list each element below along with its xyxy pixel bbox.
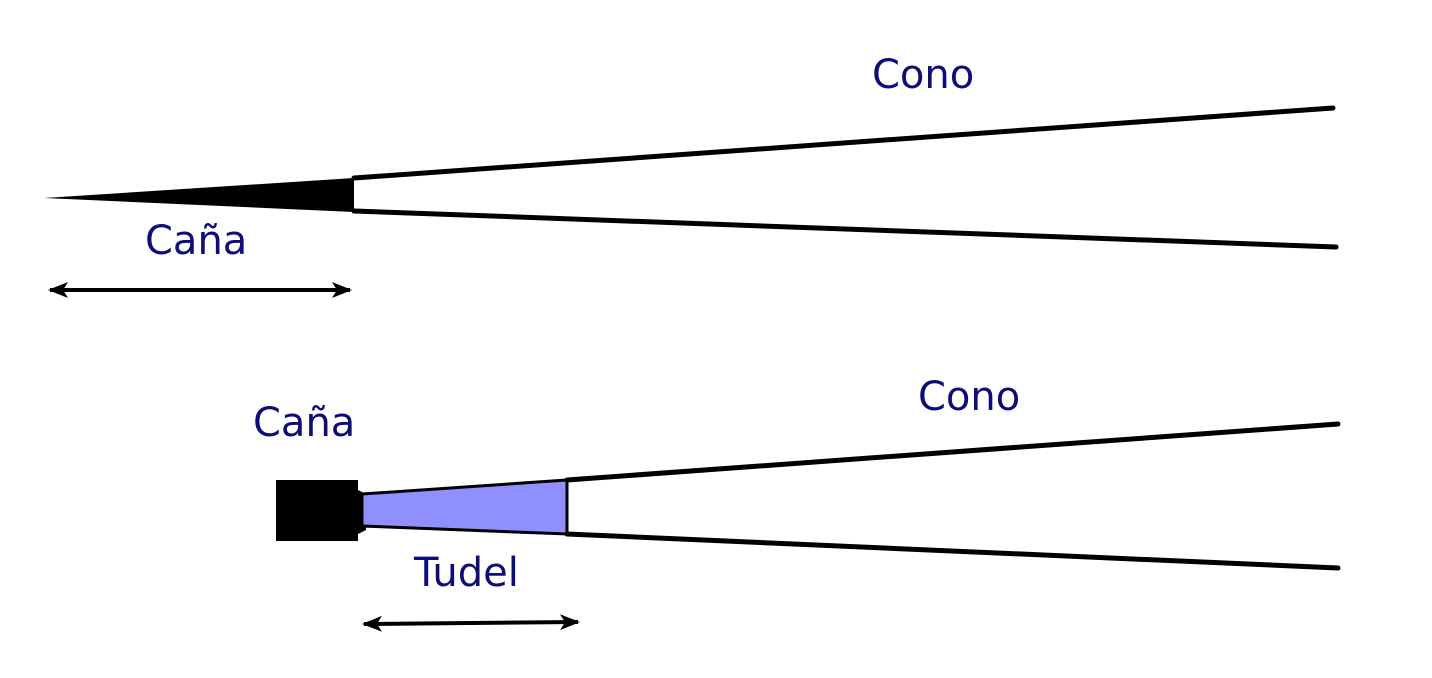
bottom-cana-label: Caña [253,400,355,446]
top-cono-upper-line [351,105,1336,181]
bottom-cono-upper-line [564,421,1341,483]
top-diagram: Cono Caña [44,52,1339,298]
tudel-label: Tudel [413,550,519,596]
top-cana-shape [44,178,354,212]
top-cana-label: Caña [145,218,247,264]
tudel-section [360,478,569,536]
bottom-cana-block [276,480,366,541]
bottom-cono-label: Cono [918,374,1020,420]
bottom-diagram: Cono Caña Tudel [253,374,1341,632]
bottom-cono-lower-line [564,531,1341,571]
top-cono-lower-line [351,208,1339,250]
tudel-length-arrow [362,614,580,632]
top-cono-label: Cono [872,52,974,98]
